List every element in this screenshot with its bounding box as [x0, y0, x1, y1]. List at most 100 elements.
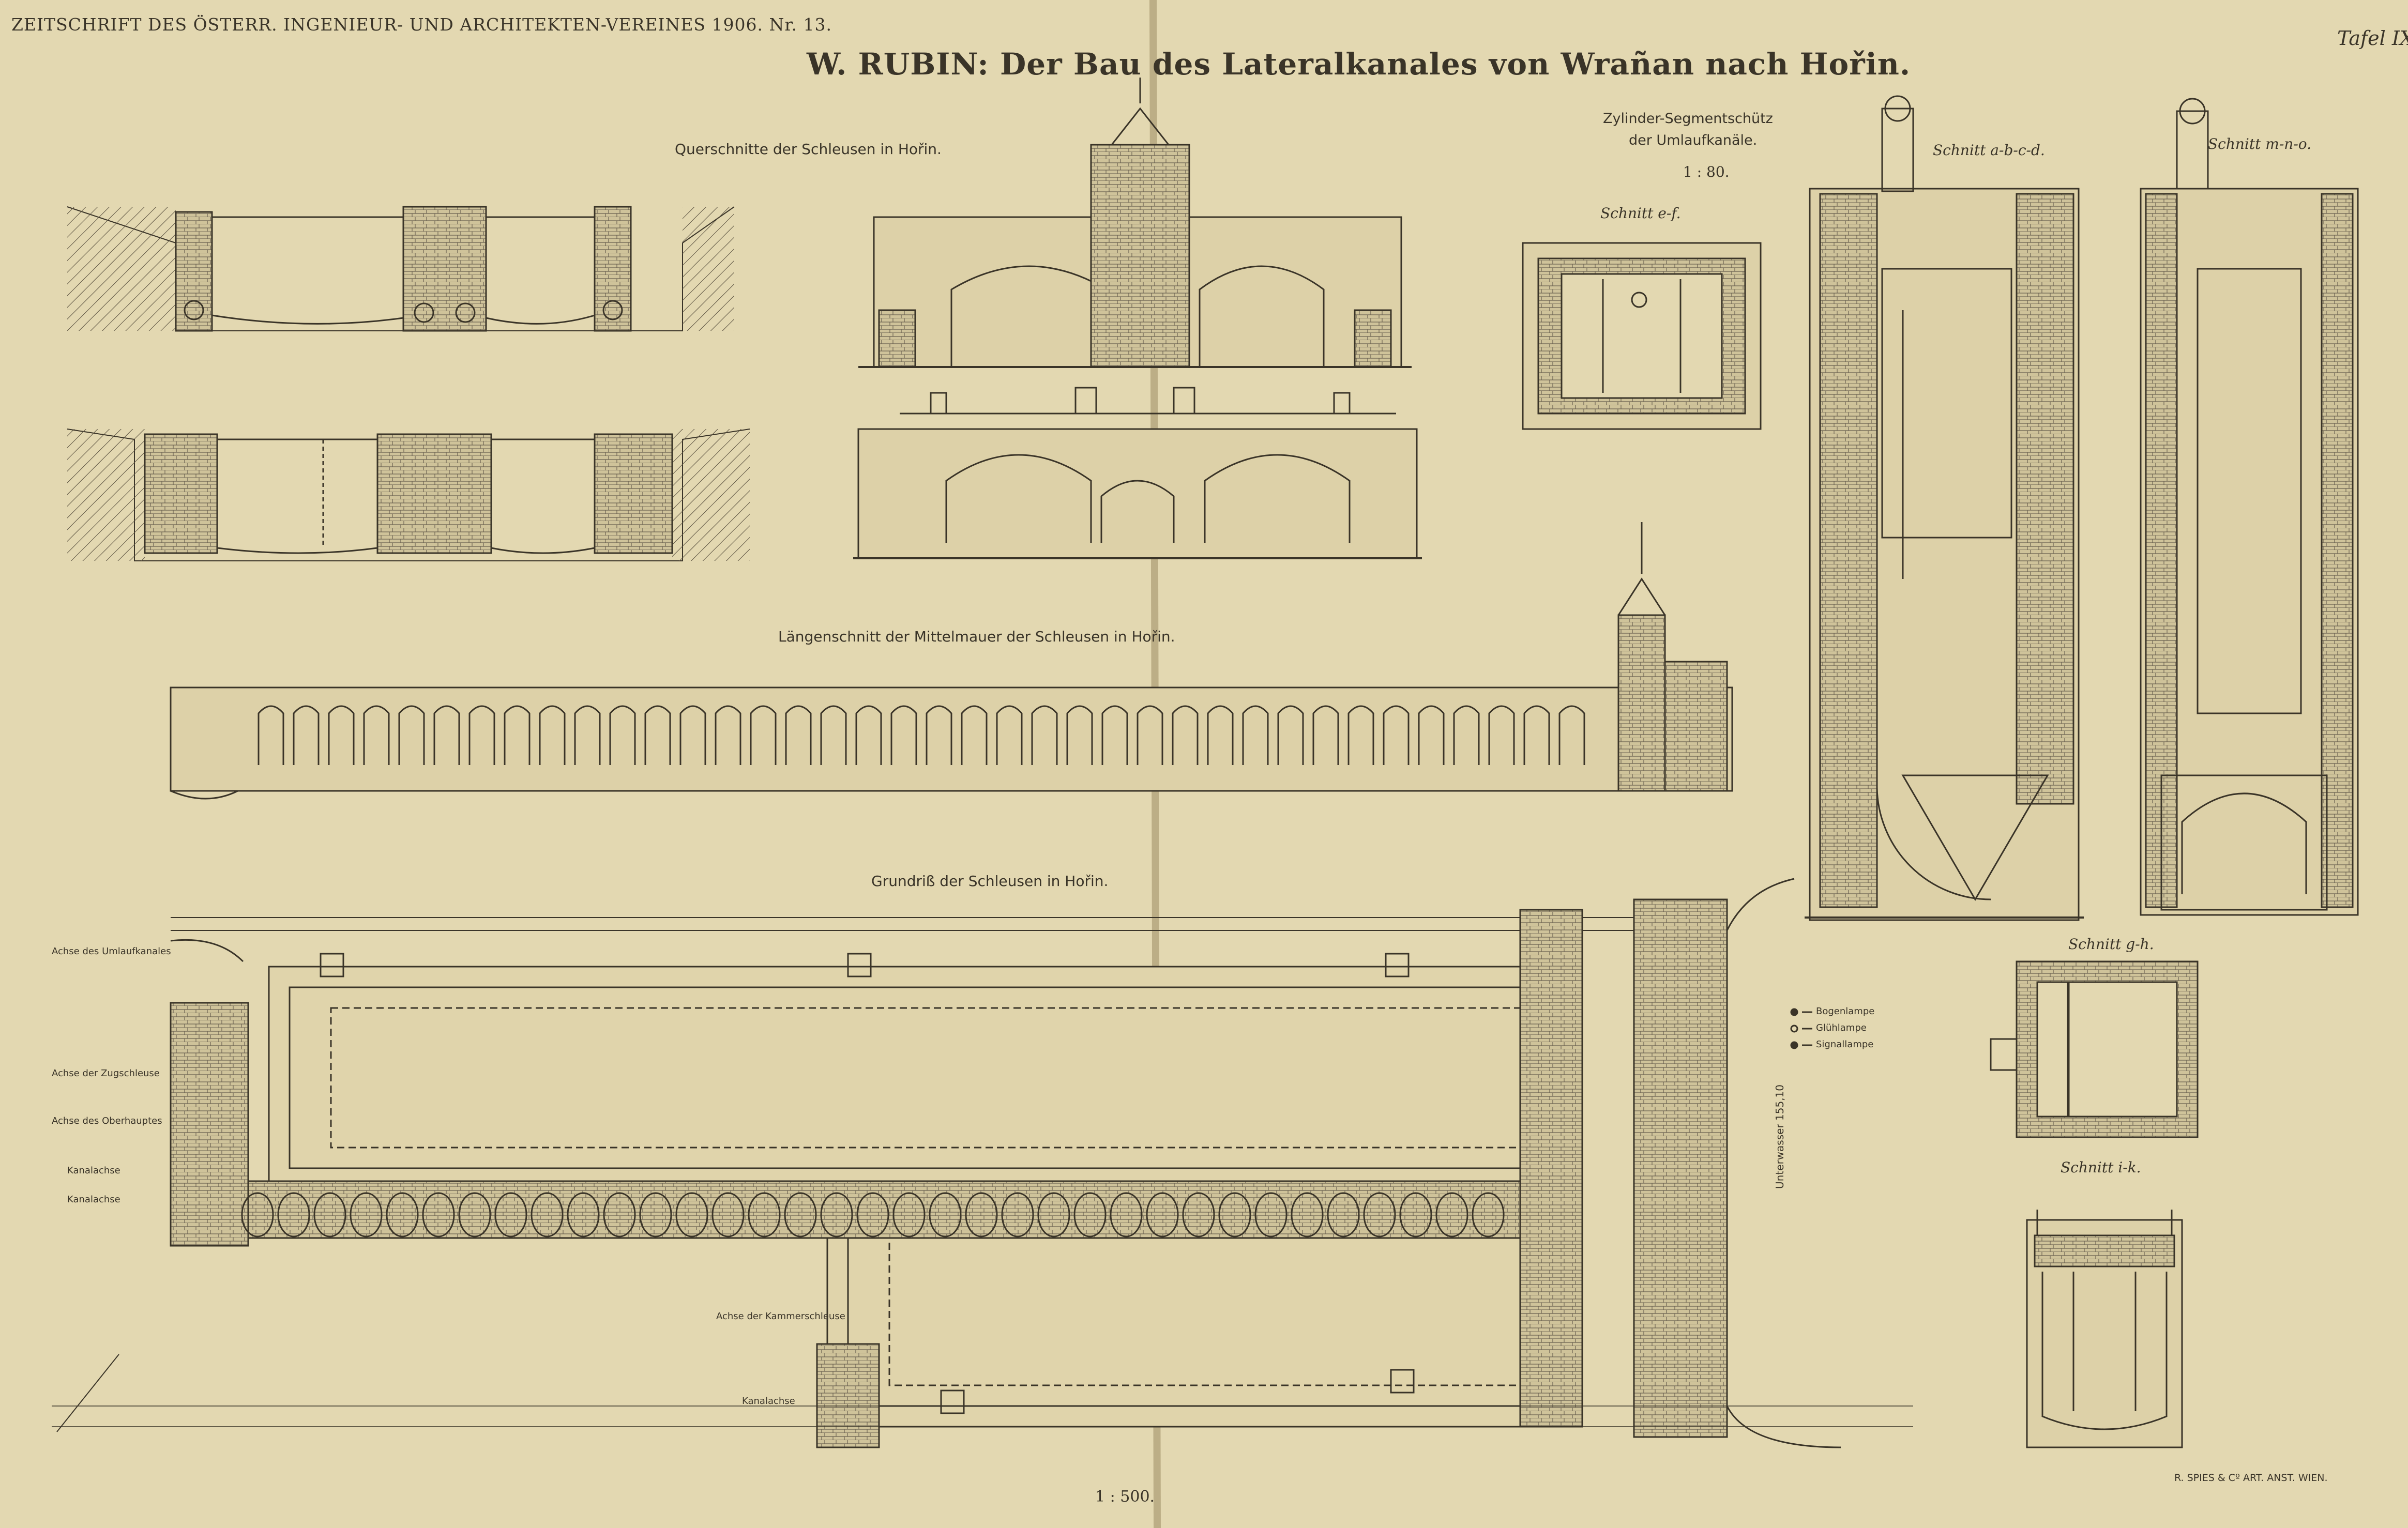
culvert-opening	[929, 1192, 962, 1237]
arcade-arch	[293, 705, 320, 765]
culvert-opening	[1327, 1192, 1360, 1237]
culvert-opening	[567, 1192, 600, 1237]
kanalachse-label-1: Kanalachse	[67, 1165, 120, 1176]
legend-bogenlampe: Bogenlampe	[1816, 1006, 1875, 1017]
culvert-opening	[1218, 1192, 1251, 1237]
journal-header: ZEITSCHRIFT DES ÖSTERR. INGENIEUR- UND A…	[11, 14, 832, 35]
arcade-arch	[1312, 705, 1339, 765]
arcade-arch	[1242, 705, 1269, 765]
arcade-arch	[1277, 705, 1304, 765]
legend-symbols	[1790, 1008, 1812, 1049]
culvert-opening	[1291, 1192, 1324, 1237]
arcade-arch	[1172, 705, 1199, 765]
arcade-arch	[996, 705, 1023, 765]
kanalachse-label-2: Kanalachse	[67, 1194, 120, 1205]
lock-house-section	[858, 78, 1412, 368]
arcade-arch	[433, 705, 460, 765]
gate-detail-title-2: der Umlaufkanäle.	[1629, 132, 1758, 148]
schnitt-abcd-label: Schnitt a-b-c-d.	[1933, 142, 2045, 159]
culvert-opening	[1472, 1192, 1505, 1237]
arcade-arch	[1488, 705, 1515, 765]
arcade-arch	[468, 705, 495, 765]
plan-scale: 1 : 500.	[1095, 1488, 1155, 1506]
arcade-arch	[609, 705, 636, 765]
arcade-arch	[785, 705, 812, 765]
culvert-opening	[1182, 1192, 1215, 1237]
culvert-opening	[820, 1192, 853, 1237]
schnitt-gh-drawing	[1990, 960, 2199, 1138]
plate-number: Tafel IX	[2337, 27, 2408, 50]
gate-detail-title-1: Zylinder-Segmentschütz	[1603, 111, 1773, 127]
plan-title: Grundriß der Schleusen in Hořin.	[871, 873, 1109, 890]
longitudinal-title: Längenschnitt der Mittelmauer der Schleu…	[778, 628, 1175, 645]
lock-bridge-elevation	[853, 387, 1422, 559]
cross-sections-title: Querschnitte der Schleusen in Hořin.	[675, 141, 942, 158]
schnitt-ef-label: Schnitt e-f.	[1600, 205, 1681, 222]
gate-detail-scale: 1 : 80.	[1683, 163, 1730, 180]
arcade-arch	[961, 705, 988, 765]
legend-gluehlampe: Glühlampe	[1816, 1022, 1867, 1033]
culvert-opening	[1363, 1192, 1396, 1237]
arcade-arch	[1558, 705, 1585, 765]
legend-signallampe: Signallampe	[1816, 1039, 1874, 1050]
culvert-opening	[1037, 1192, 1070, 1237]
culvert-opening	[1399, 1192, 1432, 1237]
arcade-arch	[644, 705, 671, 765]
schnitt-mno-label: Schnitt m-n-o.	[2208, 135, 2312, 152]
arcade-arch	[1101, 705, 1128, 765]
culvert-opening	[1110, 1192, 1143, 1237]
culvert-opening	[1435, 1192, 1468, 1237]
culvert-opening	[1254, 1192, 1288, 1237]
page-title: W. RUBIN: Der Bau des Lateralkanales von…	[807, 47, 1911, 82]
culvert-opening	[494, 1192, 527, 1237]
arcade-arch	[258, 705, 284, 765]
arcade-arch	[1066, 705, 1093, 765]
schnitt-ik-drawing	[2026, 1210, 2183, 1448]
axis-kammerschleuse-label: Achse der Kammerschleuse	[716, 1311, 845, 1322]
arcade-arch	[750, 705, 777, 765]
culvert-opening	[675, 1192, 708, 1237]
arcade-arch	[574, 705, 601, 765]
culvert-opening	[350, 1192, 383, 1237]
cross-section-lower	[67, 429, 750, 561]
culvert-opening	[1146, 1192, 1179, 1237]
culvert-opening	[856, 1192, 889, 1237]
arcade-arch	[539, 705, 566, 765]
arcade-arch	[1207, 705, 1234, 765]
schnitt-ik-label: Schnitt i-k.	[2061, 1159, 2141, 1176]
arcade-arch	[363, 705, 390, 765]
culvert-opening	[603, 1192, 636, 1237]
kanalachse-label-3: Kanalachse	[742, 1396, 795, 1407]
plan-view	[52, 878, 1913, 1448]
arcade-arch	[679, 705, 706, 765]
arcade-arch	[1347, 705, 1374, 765]
culvert-opening	[639, 1192, 672, 1237]
culvert-opening	[892, 1192, 926, 1237]
arcade-arch	[1383, 705, 1410, 765]
culvert-opening	[313, 1192, 346, 1237]
culvert-opening	[458, 1192, 491, 1237]
schnitt-gh-label: Schnitt g-h.	[2068, 936, 2154, 953]
arcade-arch	[1418, 705, 1445, 765]
arcade-openings	[258, 705, 1585, 765]
axis-zugschleuse-label: Achse der Zugschleuse	[52, 1068, 160, 1079]
culvert-opening	[277, 1192, 310, 1237]
culvert-opening	[422, 1192, 455, 1237]
culvert-opening	[1001, 1192, 1034, 1237]
culvert-opening	[748, 1192, 781, 1237]
axis-oberhaupt-label: Achse des Oberhauptes	[52, 1116, 162, 1126]
arcade-arch	[855, 705, 882, 765]
culvert-opening	[386, 1192, 419, 1237]
culvert-openings	[241, 1192, 1505, 1237]
culvert-opening	[965, 1192, 998, 1237]
culvert-opening	[711, 1192, 745, 1237]
unterwasser-label: Unterwasser 155,10	[1774, 1084, 1786, 1189]
arcade-arch	[328, 705, 355, 765]
schnitt-ef-drawing	[1522, 242, 1762, 430]
arcade-arch	[1523, 705, 1550, 765]
arcade-arch	[398, 705, 425, 765]
arcade-arch	[926, 705, 952, 765]
arcade-arch	[504, 705, 531, 765]
arcade-arch	[890, 705, 917, 765]
schnitt-abcd-drawing	[1805, 95, 2084, 921]
